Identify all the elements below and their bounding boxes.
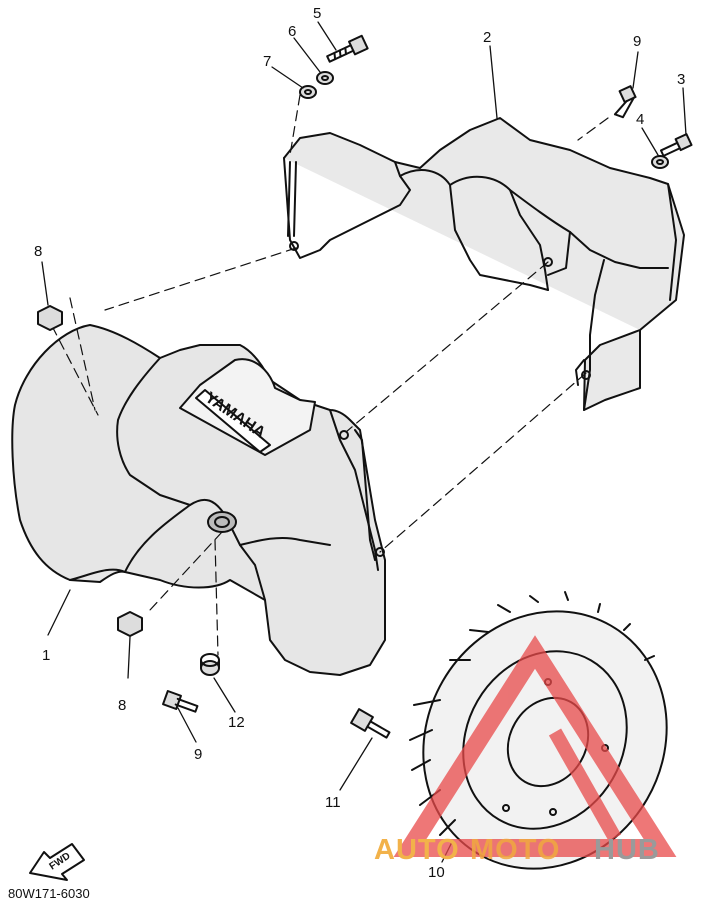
lower-fan-cover-part-1	[11, 324, 386, 676]
collar-part-12	[200, 653, 220, 676]
nut-part-8-upper	[37, 305, 63, 331]
callout-3: 3	[677, 71, 686, 88]
callout-2: 2	[483, 29, 492, 46]
part-code: 80W171-6030	[8, 886, 90, 901]
bolt-part-9-upper	[613, 85, 637, 119]
washer-part-4	[651, 155, 669, 169]
alignment-dashes	[51, 94, 661, 656]
bolt-part-9-lower	[162, 690, 199, 713]
callout-7: 7	[263, 53, 272, 70]
callout-4: 4	[636, 111, 645, 128]
callout-9-upper: 9	[633, 33, 642, 50]
washer-part-6	[316, 71, 334, 85]
watermark-text-part3: HUB	[594, 834, 660, 866]
watermark-text-part2: MOTO	[470, 834, 561, 866]
bolt-part-3	[659, 133, 693, 157]
callout-10: 10	[428, 864, 445, 881]
watermark-text-part1: AUTO	[374, 834, 460, 866]
callout-1: 1	[42, 647, 51, 664]
callout-8-upper: 8	[34, 243, 43, 260]
callout-8-lower: 8	[118, 697, 127, 714]
callout-12: 12	[228, 714, 245, 731]
bolt-part-5	[326, 34, 369, 63]
watermark-text: AUTO MOTO HUB	[374, 834, 694, 866]
callout-5: 5	[313, 5, 322, 22]
watermark-triangle-icon	[393, 635, 677, 857]
callout-9-lower: 9	[194, 746, 203, 763]
nut-part-8-lower	[117, 611, 143, 637]
bolt-part-11	[350, 708, 391, 739]
callout-6: 6	[288, 23, 297, 40]
callout-11: 11	[325, 794, 341, 811]
upper-fan-cover-part-2	[283, 117, 685, 411]
fwd-arrow-icon	[29, 843, 85, 881]
washer-part-7	[299, 85, 317, 99]
